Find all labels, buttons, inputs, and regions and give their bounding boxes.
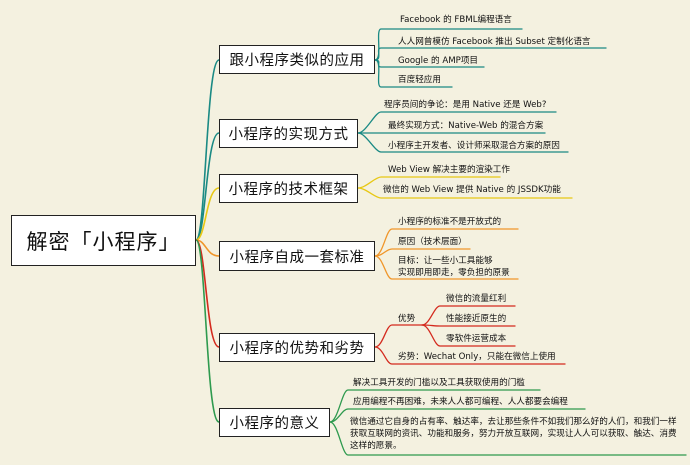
leaf-lower-threshold[interactable]: 解决工具开发的门槛以及工具获取使用的门槛 [353,378,525,388]
branch-label: 跟小程序类似的应用 [229,53,365,69]
leaf-line [329,408,586,423]
leaf-everyone-programs[interactable]: 应用编程不再困难，未来人人都可编程、人人都要会编程 [353,397,568,407]
leaf-webview-jssdk[interactable]: 微信的 Web View 提供 Native 的 JSSDK功能 [383,185,561,195]
leaf-line [421,324,516,347]
leaf-line [357,176,501,189]
leaf-tech-reason[interactable]: 原因（技术层面） [398,237,467,247]
leaf-line [374,28,523,61]
leaf-zero-cost[interactable]: 零软件运营成本 [446,334,507,344]
leaf-line [374,59,453,88]
leaf-line [374,324,423,348]
branch-label: 小程序自成一套标准 [229,249,365,266]
leaf-webview-render[interactable]: Web View 解决主要的渲染工作 [388,165,510,175]
trunk-line [195,187,220,241]
leaf-hybrid-reason[interactable]: 小程序主开发者、设计师采取混合方案的原因 [388,141,560,151]
leaf-line [329,421,687,456]
branch-pros-cons[interactable]: 小程序的优势和劣势 [219,333,375,362]
branch-label: 小程序的优势和劣势 [229,341,365,357]
leaf-line [374,346,566,365]
leaf-fbml[interactable]: Facebook 的 FBML编程语言 [400,15,512,25]
leaf-not-open-standard[interactable]: 小程序的标准不是开放式的 [398,217,502,227]
trunk-line [195,239,220,257]
branch-significance[interactable]: 小程序的意义 [219,408,330,437]
leaf-traffic-bonus[interactable]: 微信的流量红利 [446,294,507,304]
branch-label: 小程序的意义 [229,416,320,432]
leaf-line [357,132,569,153]
trunk-line [195,59,220,241]
branch-tech-framework[interactable]: 小程序的技术框架 [219,174,358,203]
leaf-wechat-only[interactable]: 劣势：Wechat Only，只能在微信上使用 [398,352,556,362]
leaf-open-internet[interactable]: 微信通过它自身的占有率、触达率，去让那些条件不如我们那么好的人们，和我们一样获取… [350,417,677,451]
trunk-line [195,239,220,423]
leaf-line [357,187,573,199]
leaf-goal[interactable]: 目标：让一些小工具能够 实现即用即走，零负担的原景 [398,256,510,278]
leaf-native-vs-web[interactable]: 程序员间的争论：是用 Native 还是 Web? [384,100,547,110]
leaf-baidu-light-app[interactable]: 百度轻应用 [398,75,441,85]
branch-label: 小程序的实现方式 [228,127,349,143]
leaf-line [357,111,557,134]
leaf-line [374,255,519,280]
leaf-google-amp[interactable]: Google 的 AMP项目 [398,56,479,66]
leaf-native-performance[interactable]: 性能接近原生的 [446,314,507,324]
leaf-line [421,305,516,326]
leaf-advantage-label[interactable]: 优势 [398,314,416,324]
branch-label: 小程序的技术框架 [228,182,349,198]
leaf-line [421,324,516,327]
branch-similar-apps[interactable]: 跟小程序类似的应用 [219,45,375,74]
leaf-renren-subset[interactable]: 人人网曾模仿 Facebook 推出 Subset 定制化语言 [398,37,591,47]
branch-own-standard[interactable]: 小程序自成一套标准 [219,241,375,271]
root-node[interactable]: 解密「小程序」 [11,215,196,266]
leaf-line [374,228,519,257]
trunk-line [195,132,220,241]
branch-implementation[interactable]: 小程序的实现方式 [219,119,358,148]
root-label: 解密「小程序」 [26,229,181,254]
leaf-line [374,248,471,257]
leaf-hybrid-solution[interactable]: 最终实现方式：Native-Web 的混合方案 [388,121,544,131]
